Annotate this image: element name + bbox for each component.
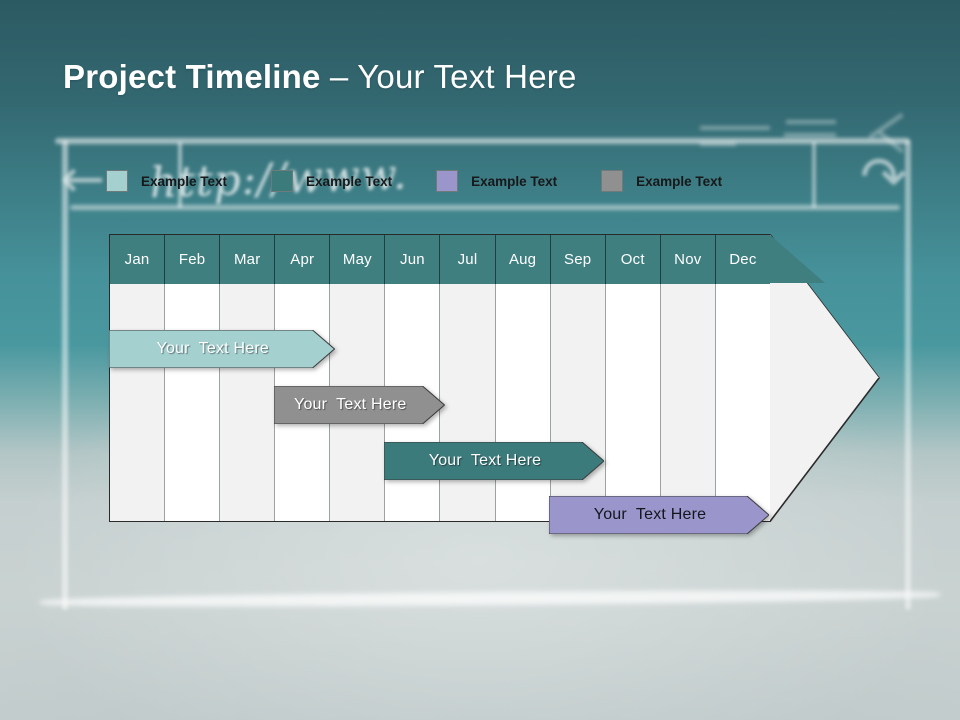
legend-swatch-dark-teal: [271, 170, 294, 192]
timeline-bar-label: Your Text Here: [156, 340, 269, 357]
timeline-bar-arrow-shape: [384, 442, 604, 480]
month-header-jul[interactable]: Jul: [440, 235, 496, 284]
legend-item[interactable]: Example Text: [106, 170, 227, 192]
month-header-aug[interactable]: Aug: [495, 235, 551, 284]
month-header-jan[interactable]: Jan: [110, 235, 166, 284]
timeline-bar-arrow-shape: [109, 330, 335, 368]
sketch-mark-2: [786, 120, 836, 124]
legend-swatch-light-teal: [106, 170, 128, 192]
sketch-mark-1: [700, 126, 770, 130]
sketch-divider-left: [178, 142, 182, 208]
month-header-dec[interactable]: Dec: [715, 235, 770, 284]
sketch-addressbar-line: [70, 205, 900, 210]
sketch-mark-3: [784, 133, 836, 137]
legend-item-label: Example Text: [141, 173, 228, 189]
sketch-divider-right: [812, 142, 816, 208]
sketch-frame-right-line: [905, 140, 911, 610]
timeline-bar-label: Your Text Here: [428, 452, 542, 469]
chart-legend: Example Text Example Text Example Text Exam…: [106, 168, 722, 194]
month-header-oct[interactable]: Oct: [605, 235, 661, 284]
month-header-jun[interactable]: Jun: [385, 235, 441, 284]
month-header-mar[interactable]: Mar: [220, 235, 276, 284]
page-title-rest: – Your Text Here: [320, 58, 577, 95]
month-header-may[interactable]: May: [330, 235, 386, 284]
month-header-apr[interactable]: Apr: [275, 235, 331, 284]
month-header-feb[interactable]: Feb: [165, 235, 221, 284]
sketch-frame-top-line: [55, 138, 910, 144]
sketch-frame-bottom-line: [39, 588, 941, 609]
legend-swatch-gray: [601, 170, 624, 192]
page-title-bold: Project Timeline: [63, 58, 321, 95]
timeline-bar-arrow-shape: [549, 496, 769, 534]
legend-item-label: Example Text: [471, 173, 558, 189]
legend-item-label: Example Text: [636, 173, 723, 189]
timeline-bar[interactable]: Your Text Here: [384, 442, 604, 480]
timeline-bar-label: Your Text Here: [294, 396, 407, 413]
legend-item[interactable]: Example Text: [436, 170, 557, 192]
timeline-bar-label: Your Text Here: [593, 506, 707, 523]
sketch-mark-4: [700, 142, 736, 146]
legend-item-label: Example Text: [306, 173, 393, 189]
sketch-frame-left-line: [62, 140, 68, 610]
month-header-sep[interactable]: Sep: [550, 235, 606, 284]
timeline-bar[interactable]: Your Text Here: [274, 386, 445, 424]
page-title: Project Timeline – Your Text Here: [63, 58, 577, 96]
timeline-bar[interactable]: Your Text Here: [109, 330, 335, 368]
month-header-nov[interactable]: Nov: [660, 235, 716, 284]
legend-item[interactable]: Example Text: [271, 170, 392, 192]
sketch-reload-arrow-icon: ↶: [860, 145, 907, 210]
timeline-bar[interactable]: Your Text Here: [549, 496, 769, 534]
legend-item[interactable]: Example Text: [601, 170, 722, 192]
sketch-back-arrow-icon: ←: [60, 147, 106, 210]
legend-swatch-purple: [436, 170, 459, 192]
timeline-bar-arrow-shape: [274, 386, 445, 424]
